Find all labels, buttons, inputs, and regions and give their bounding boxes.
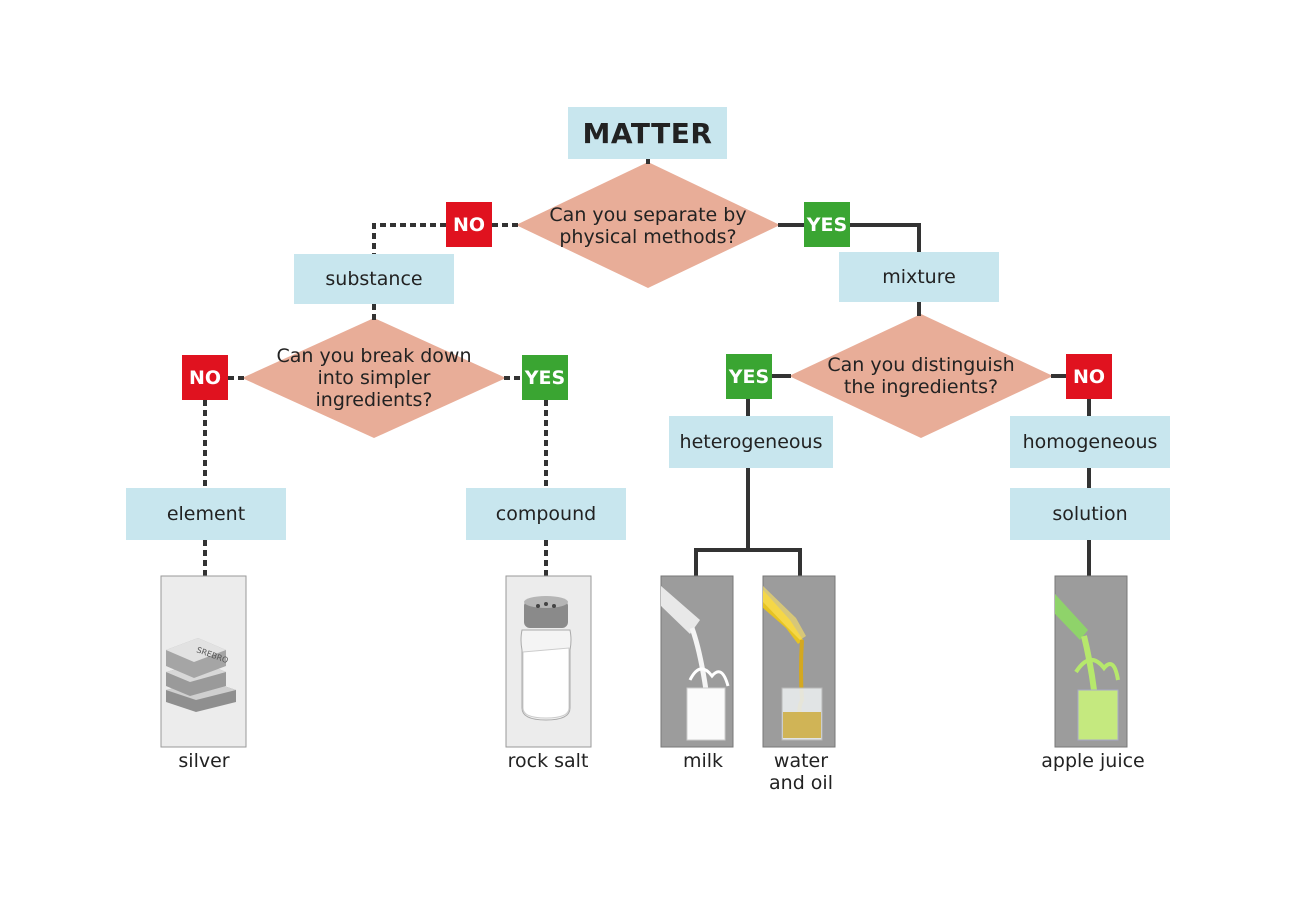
diamond-distinguish <box>789 314 1053 438</box>
compound-box: compound <box>466 488 626 540</box>
q2-no-tag: NO <box>182 355 228 400</box>
element-box: element <box>126 488 286 540</box>
heterogeneous-box: heterogeneous <box>669 416 833 468</box>
q1-yes-tag: YES <box>804 202 850 247</box>
apple-juice-photo <box>1054 575 1128 748</box>
rock-salt-label: rock salt <box>507 750 589 772</box>
silver-bars-photo: SREBRO <box>160 575 247 748</box>
milk-label: milk <box>682 750 724 772</box>
connector-yes-mixture <box>850 223 921 252</box>
silver-label: silver <box>178 750 230 772</box>
q3-question-text: Can you distinguish the ingredients? <box>827 354 1015 398</box>
q3-yes-tag: YES <box>726 354 772 399</box>
homogeneous-box: homogeneous <box>1010 416 1170 468</box>
diamond-separate-physical <box>516 162 780 288</box>
connector-no-substance <box>372 223 446 254</box>
milk-pour-photo <box>660 575 734 748</box>
q1-no-tag: NO <box>446 202 492 247</box>
q2-yes-tag: YES <box>522 355 568 400</box>
q1-question-text: Can you separate by physical methods? <box>549 204 747 248</box>
q3-no-tag: NO <box>1066 354 1112 399</box>
substance-box: substance <box>294 254 454 304</box>
mixture-box: mixture <box>839 252 999 302</box>
water-oil-label: water and oil <box>769 750 833 794</box>
q2-question-text: Can you break down into simpler ingredie… <box>276 345 472 411</box>
connector-fork-bar <box>694 548 802 576</box>
matter-box: MATTER <box>568 107 727 159</box>
water-oil-photo <box>762 575 836 748</box>
solution-box: solution <box>1010 488 1170 540</box>
apple-juice-label: apple juice <box>1041 750 1145 772</box>
diamond-break-down <box>242 318 506 438</box>
salt-shaker-photo <box>505 575 592 748</box>
